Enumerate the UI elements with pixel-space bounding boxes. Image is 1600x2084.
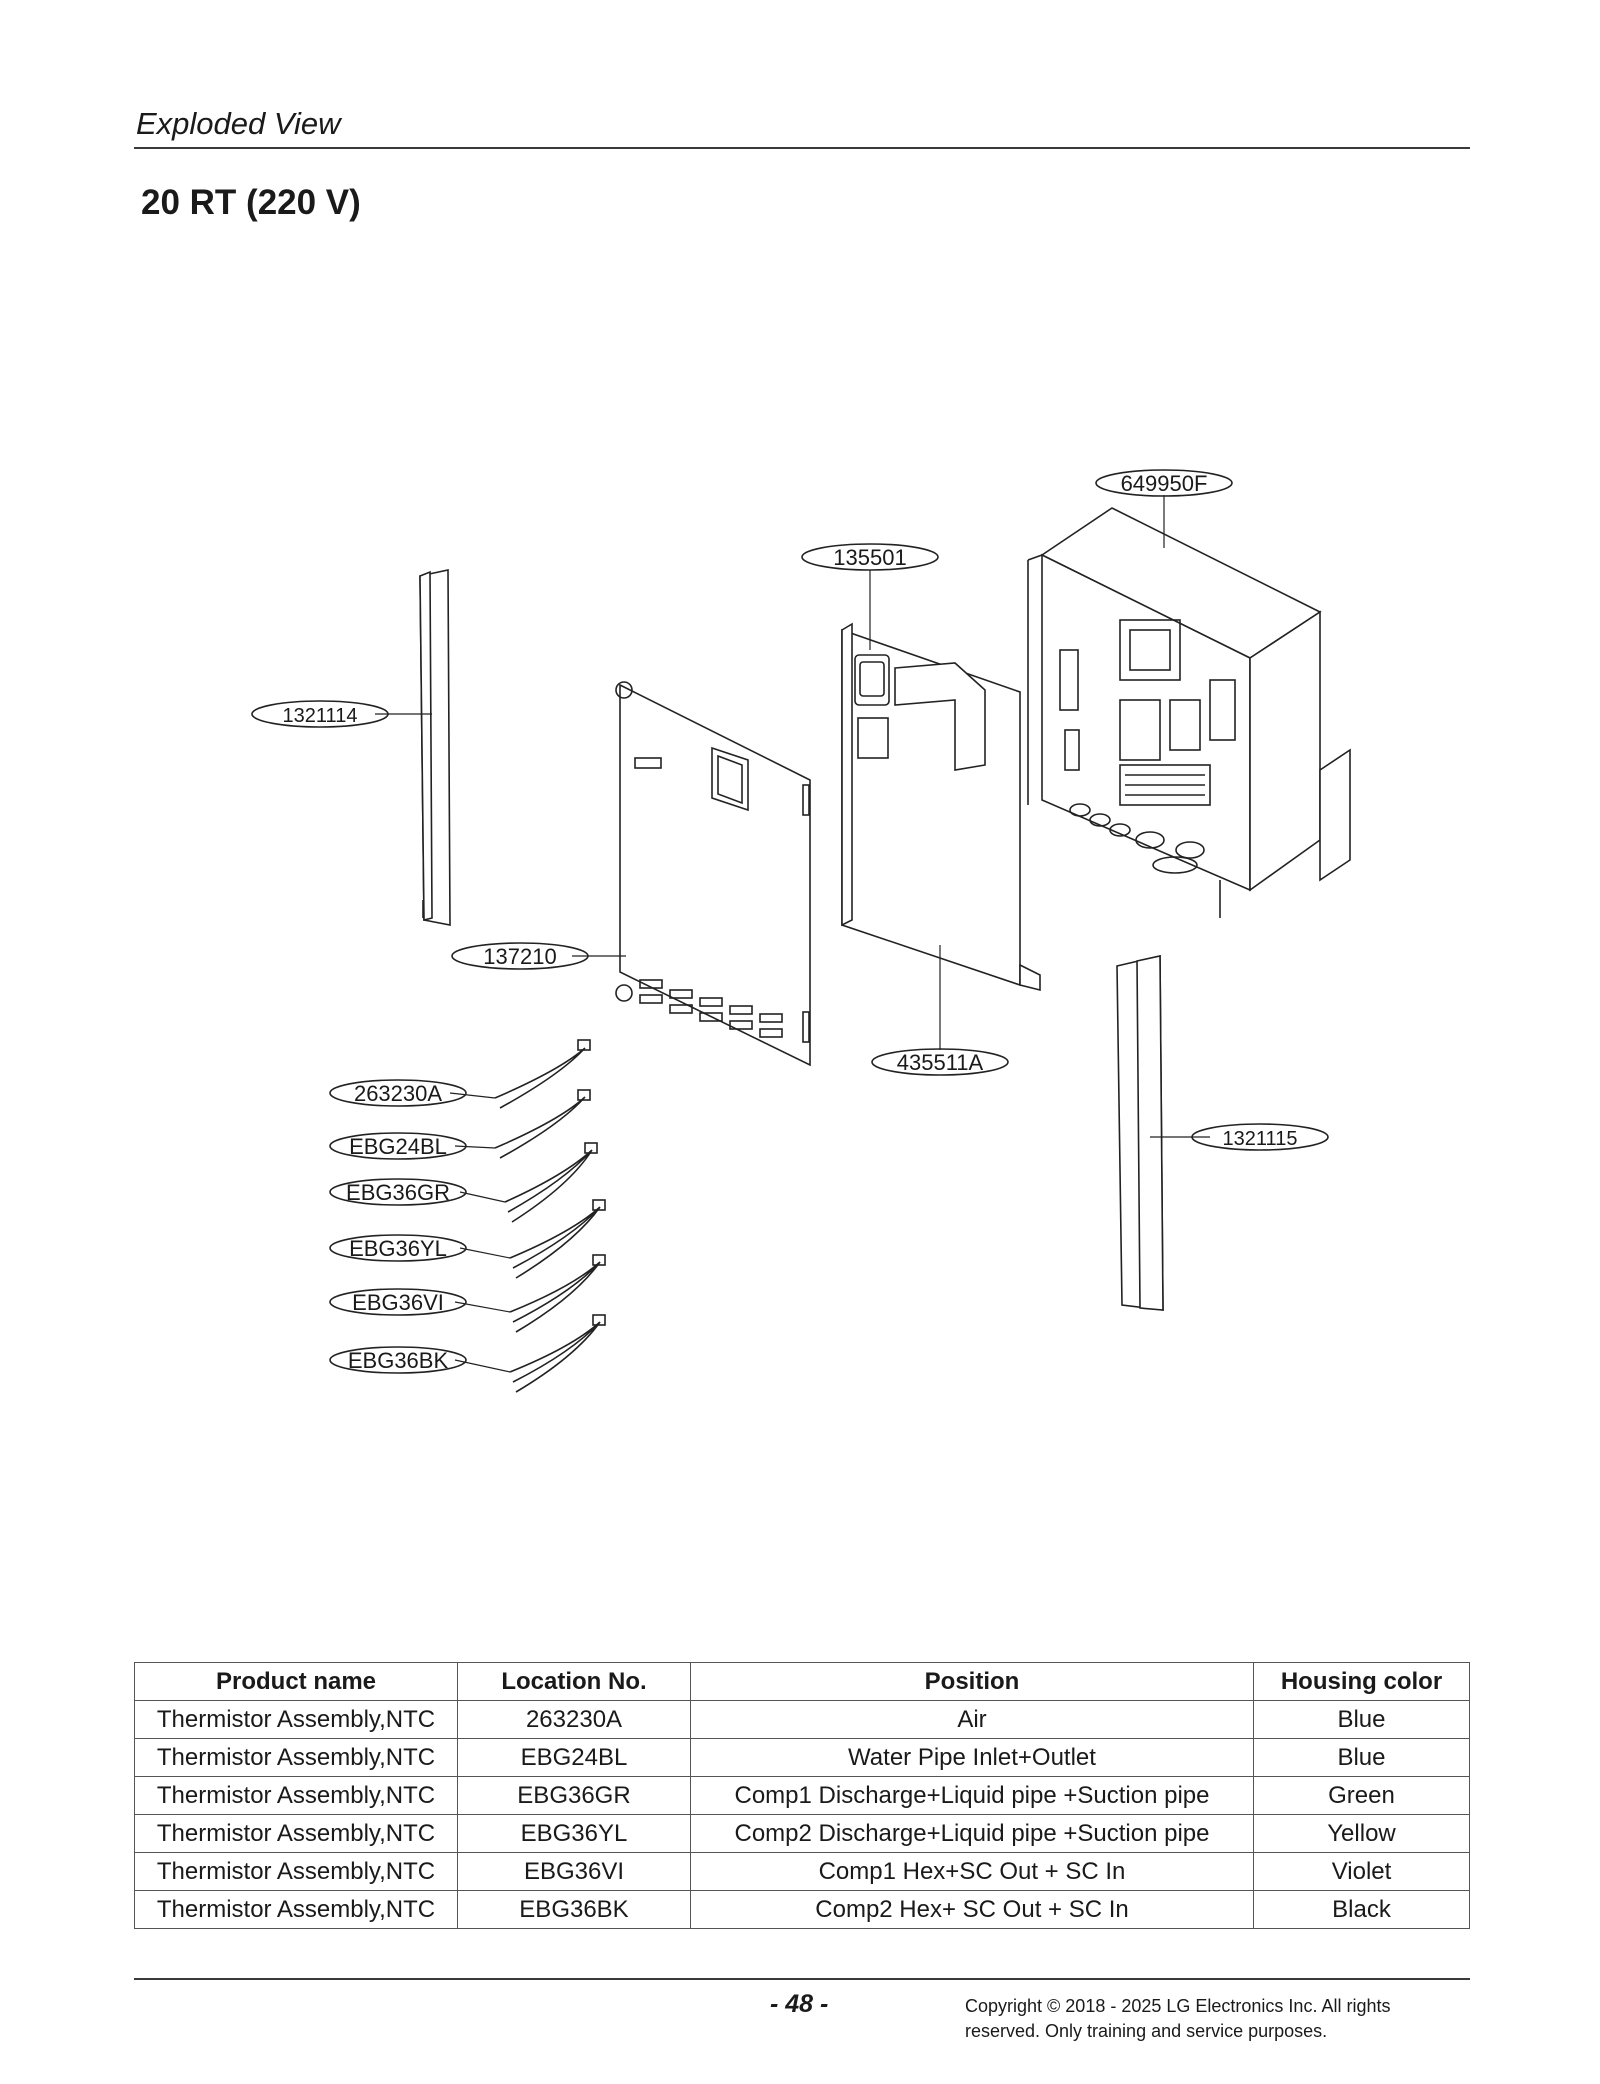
product-name-cell: Thermistor Assembly,NTC (134, 1814, 458, 1853)
location-no-cell: EBG36VI (457, 1852, 691, 1891)
model-title: 20 RT (220 V) (141, 183, 361, 222)
callout-1321114: 1321114 (283, 705, 358, 727)
housing-color-cell: Blue (1253, 1738, 1470, 1777)
header-position: Position (690, 1662, 1254, 1701)
table-row: Thermistor Assembly,NTC EBG36GR Comp1 Di… (134, 1776, 1470, 1815)
callout-EBG36VI: EBG36VI (352, 1290, 444, 1315)
header-rule (134, 147, 1470, 149)
header-housing-color: Housing color (1253, 1662, 1470, 1701)
location-no-cell: EBG24BL (457, 1738, 691, 1777)
copyright-line-2: reserved. Only training and service purp… (965, 2021, 1328, 2041)
callout-EBG36BK: EBG36BK (348, 1348, 449, 1373)
location-no-cell: EBG36GR (457, 1776, 691, 1815)
position-cell: Comp2 Discharge+Liquid pipe +Suction pip… (690, 1814, 1254, 1853)
product-name-cell: Thermistor Assembly,NTC (134, 1700, 458, 1739)
control-box-cabinet (1027, 507, 1351, 918)
header-location-no: Location No. (457, 1662, 691, 1701)
right-side-channel (1116, 954, 1164, 1311)
copyright-line-1: Copyright © 2018 - 2025 LG Electronics I… (965, 1996, 1391, 2016)
position-cell: Comp1 Hex+SC Out + SC In (690, 1852, 1254, 1891)
product-name-cell: Thermistor Assembly,NTC (134, 1852, 458, 1891)
table-header-row: Product name Location No. Position Housi… (134, 1662, 1470, 1701)
position-cell: Comp1 Discharge+Liquid pipe +Suction pip… (690, 1776, 1254, 1815)
table-row: Thermistor Assembly,NTC EBG36BK Comp2 He… (134, 1890, 1470, 1929)
housing-color-cell: Green (1253, 1776, 1470, 1815)
table-row: Thermistor Assembly,NTC EBG24BL Water Pi… (134, 1738, 1470, 1777)
location-no-cell: EBG36YL (457, 1814, 691, 1853)
callout-135501: 135501 (833, 545, 906, 570)
thermistor-cables (494, 1039, 606, 1393)
inner-panel (841, 622, 1041, 992)
callout-1321115: 1321115 (1223, 1128, 1298, 1150)
callout-263230A: 263230A (354, 1081, 442, 1106)
callout-137210: 137210 (483, 944, 556, 969)
location-no-cell: 263230A (457, 1700, 691, 1739)
callout-EBG36YL: EBG36YL (349, 1236, 447, 1261)
footer-rule (134, 1978, 1470, 1980)
table-row: Thermistor Assembly,NTC EBG36YL Comp2 Di… (134, 1814, 1470, 1853)
header-product-name: Product name (134, 1662, 458, 1701)
housing-color-cell: Blue (1253, 1700, 1470, 1739)
callout-435511A: 435511A (897, 1050, 984, 1075)
product-name-cell: Thermistor Assembly,NTC (134, 1776, 458, 1815)
product-name-cell: Thermistor Assembly,NTC (134, 1738, 458, 1777)
housing-color-cell: Violet (1253, 1852, 1470, 1891)
section-title: Exploded View (136, 106, 341, 141)
table-row: Thermistor Assembly,NTC EBG36VI Comp1 He… (134, 1852, 1470, 1891)
housing-color-cell: Black (1253, 1890, 1470, 1929)
callout-649950F: 649950F (1121, 471, 1208, 496)
product-name-cell: Thermistor Assembly,NTC (134, 1890, 458, 1929)
position-cell: Water Pipe Inlet+Outlet (690, 1738, 1254, 1777)
thermistor-parts-table: Product name Location No. Position Housi… (134, 1662, 1470, 1929)
location-no-cell: EBG36BK (457, 1890, 691, 1929)
position-cell: Air (690, 1700, 1254, 1739)
position-cell: Comp2 Hex+ SC Out + SC In (690, 1890, 1254, 1929)
exploded-view-diagram: 649950F 135501 1321114 137210 435511A 13… (251, 469, 1351, 1393)
callout-EBG24BL: EBG24BL (349, 1134, 447, 1159)
callout-EBG36GR: EBG36GR (346, 1180, 450, 1205)
page-number: - 48 - (770, 1990, 829, 2018)
table-row: Thermistor Assembly,NTC 263230A Air Blue (134, 1700, 1470, 1739)
housing-color-cell: Yellow (1253, 1814, 1470, 1853)
left-side-channel (419, 569, 451, 926)
front-door-panel (615, 681, 811, 1067)
copyright-notice: Copyright © 2018 - 2025 LG Electronics I… (965, 1994, 1455, 2044)
